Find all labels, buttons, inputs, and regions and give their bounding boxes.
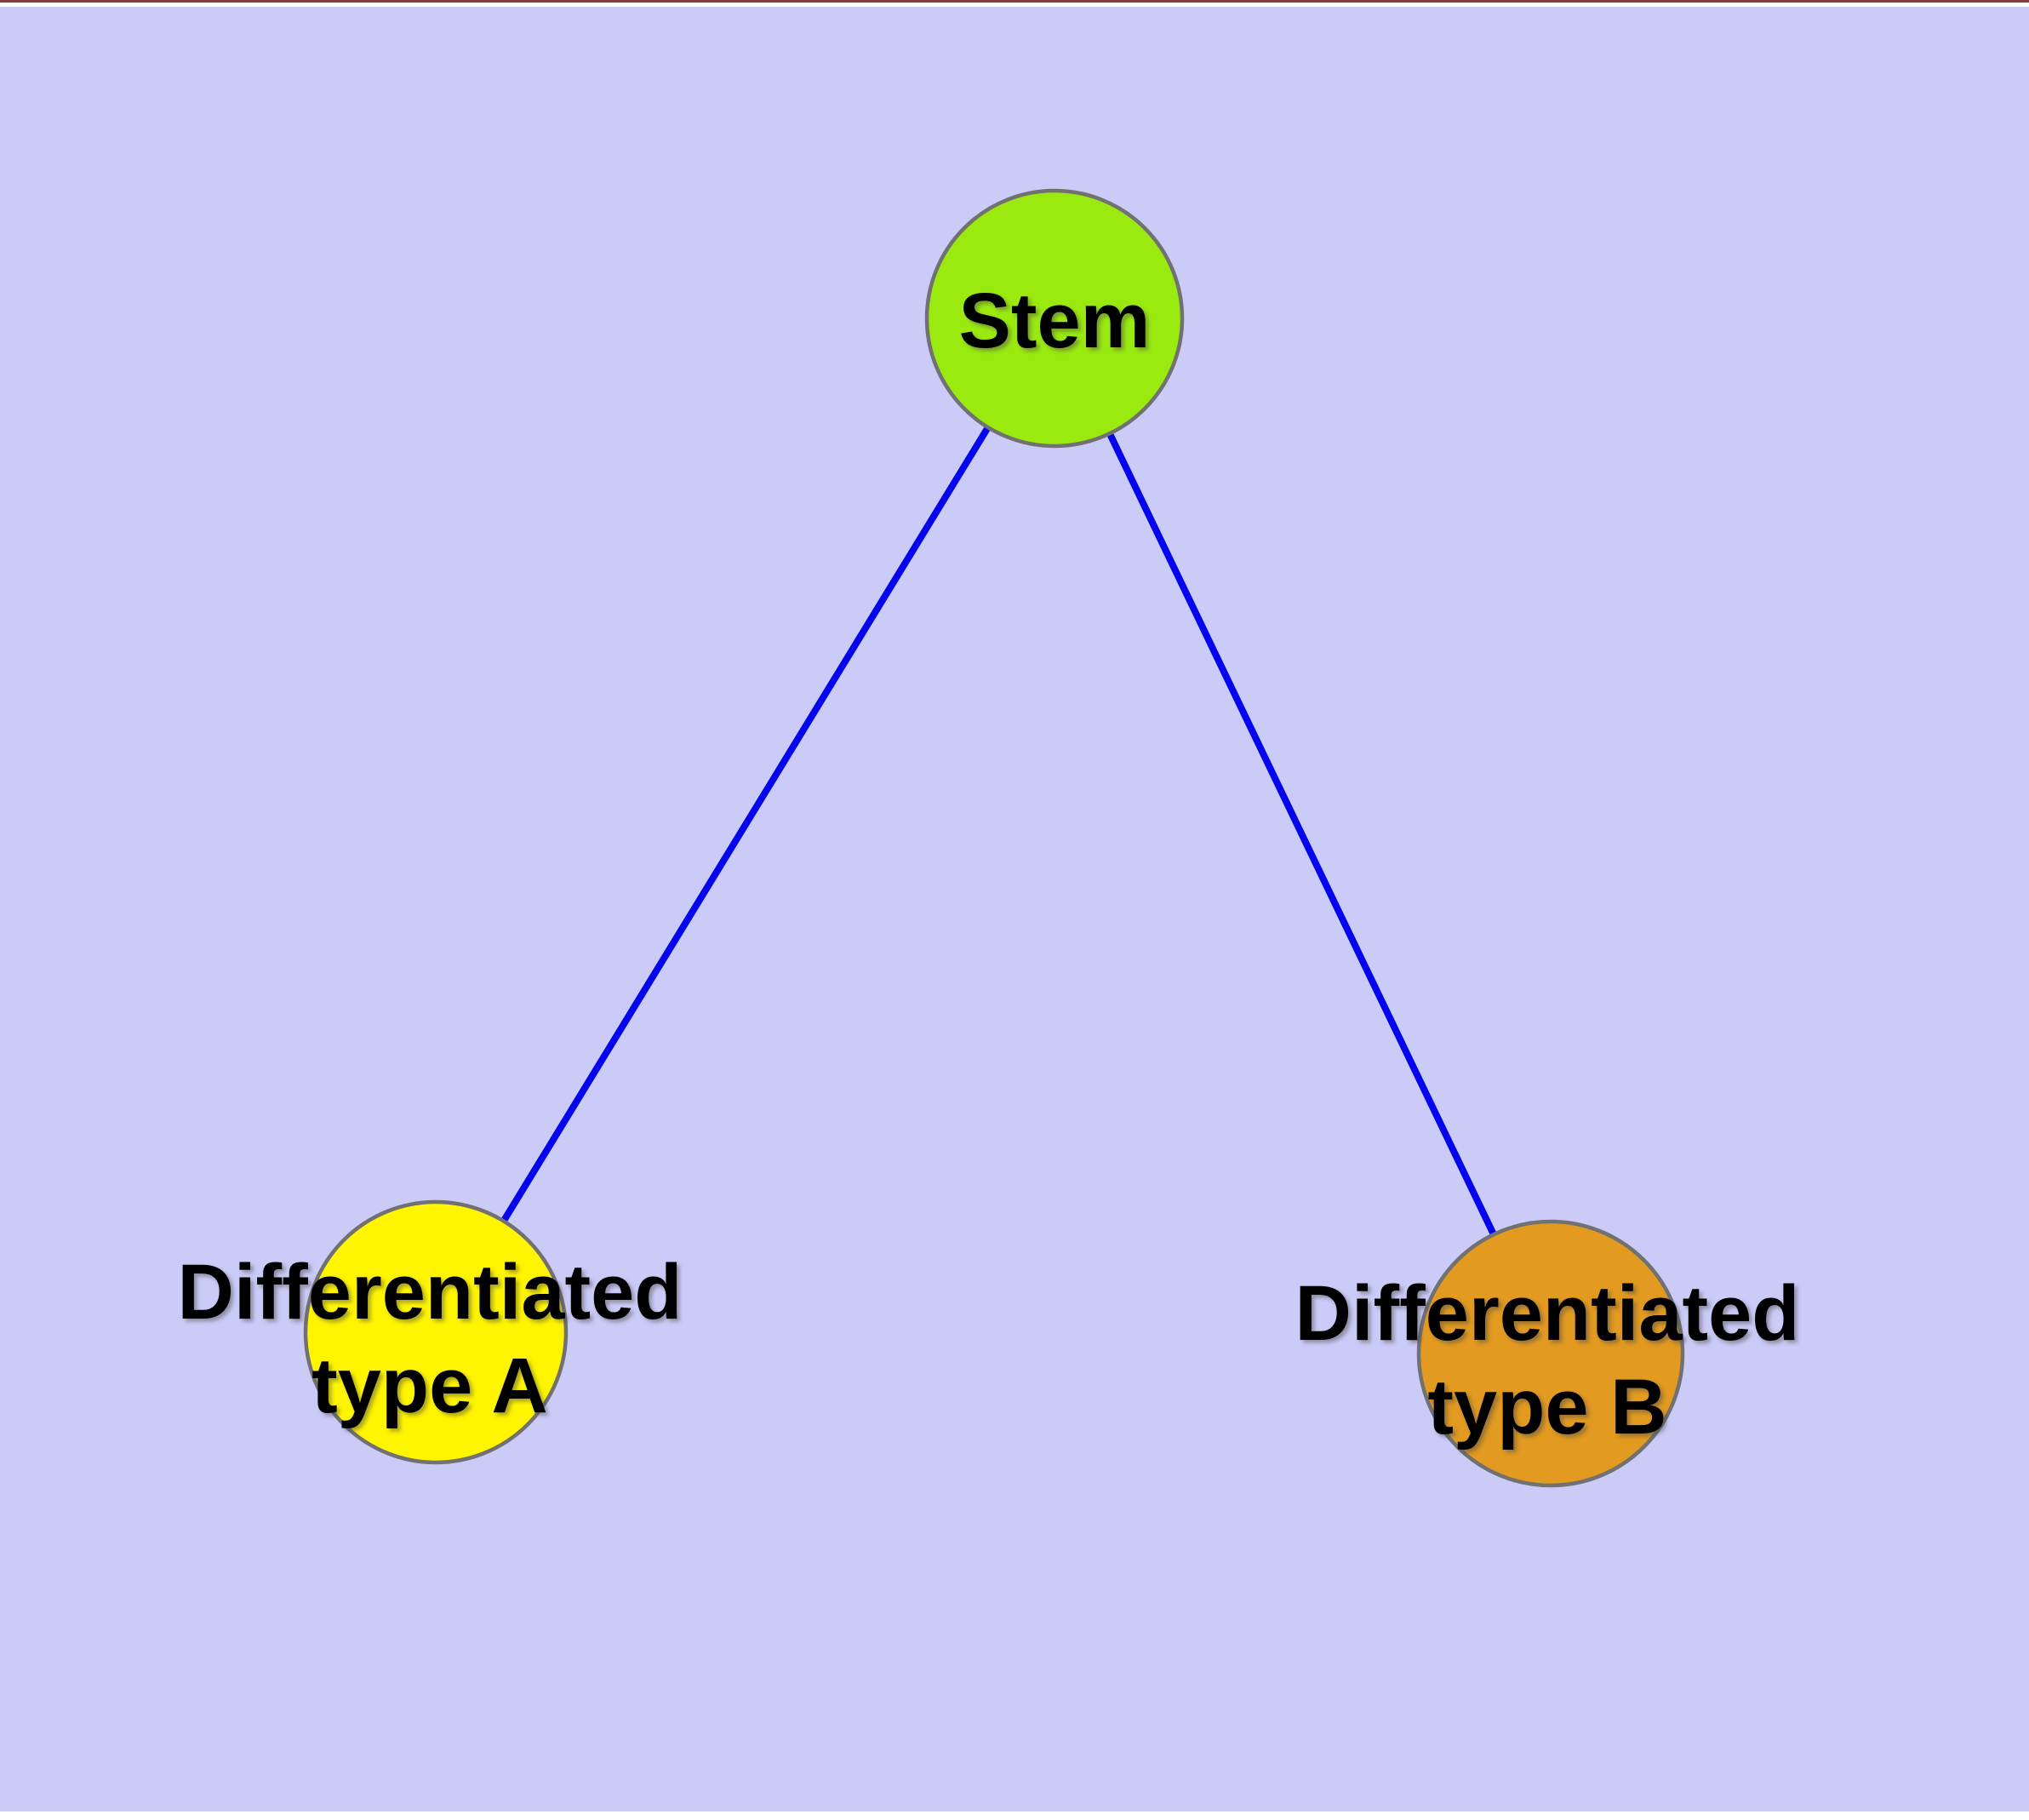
top-border-line: [0, 0, 2029, 3]
node-type-b-label-line1: Differentiated: [1295, 1270, 1800, 1357]
node-stem-circle[interactable]: [924, 188, 1185, 449]
node-type-a-label-line2: type A: [311, 1342, 548, 1429]
node-type-a-label-line1: Differentiated: [178, 1249, 683, 1336]
node-stem-label: Stem: [959, 278, 1151, 364]
node-type-b-circle[interactable]: [1416, 1219, 1685, 1488]
node-type-b[interactable]: Differentiated type B: [1295, 1219, 1800, 1488]
edge-stem-to-type-b: [1051, 315, 1554, 1357]
node-type-a[interactable]: Differentiated type A: [178, 1199, 683, 1465]
edge-stem-to-type-a: [432, 315, 1058, 1336]
node-type-a-circle[interactable]: [303, 1199, 569, 1465]
node-type-b-label-line2: type B: [1427, 1364, 1666, 1451]
node-stem[interactable]: Stem: [924, 188, 1185, 449]
